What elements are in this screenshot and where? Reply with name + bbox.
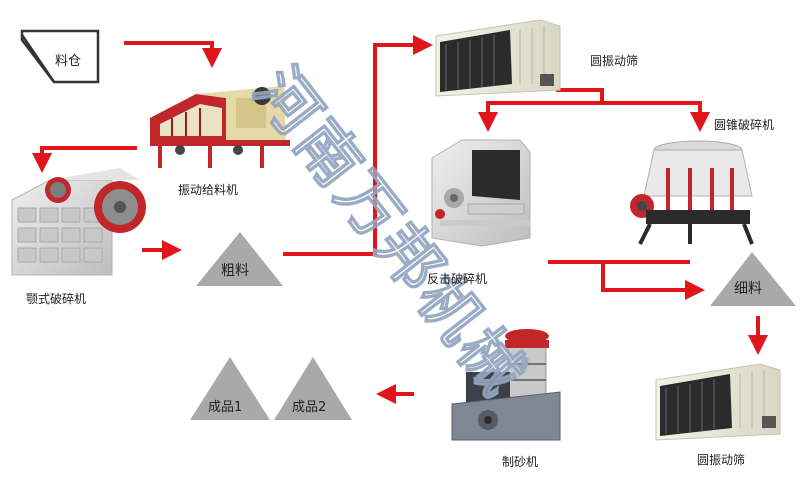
fine-material-triangle <box>710 252 796 306</box>
label-feeder: 振动给料机 <box>178 183 239 197</box>
label-cone-crusher: 圆锥破碎机 <box>714 118 775 132</box>
label-fine: 细料 <box>734 281 762 297</box>
arrow-feeder-to-jaw <box>32 146 137 173</box>
product2-triangle <box>274 357 352 420</box>
arrow-screen-split <box>478 88 604 132</box>
cone-crusher-icon <box>630 140 754 245</box>
label-jaw-crusher: 颚式破碎机 <box>26 292 87 306</box>
hopper-icon <box>20 29 100 84</box>
label-hopper: 料仓 <box>55 54 82 69</box>
label-product2: 成品2 <box>292 400 327 415</box>
arrow-coarse-to-screen <box>283 35 433 256</box>
arrow-hopper-to-feeder <box>124 41 222 68</box>
arrow-screen-to-cone <box>602 101 710 132</box>
vibrating-screen-bottom-icon <box>655 363 781 441</box>
vibrating-feeder-icon <box>150 86 290 168</box>
label-coarse: 粗料 <box>221 263 249 279</box>
sand-maker-icon <box>451 329 561 441</box>
label-product1: 成品1 <box>208 400 243 415</box>
impact-crusher-icon <box>431 139 531 247</box>
arrow-impact-to-fine <box>548 260 705 300</box>
vibrating-screen-top-icon <box>435 19 561 97</box>
label-sand-maker: 制砂机 <box>502 455 539 469</box>
label-screen-bottom: 圆振动筛 <box>697 453 746 467</box>
label-impact-crusher: 反击破碎机 <box>427 272 488 286</box>
product1-triangle <box>190 357 270 420</box>
label-screen-top: 圆振动筛 <box>590 54 639 68</box>
coarse-material-triangle <box>196 232 283 286</box>
jaw-crusher-icon <box>11 168 146 276</box>
